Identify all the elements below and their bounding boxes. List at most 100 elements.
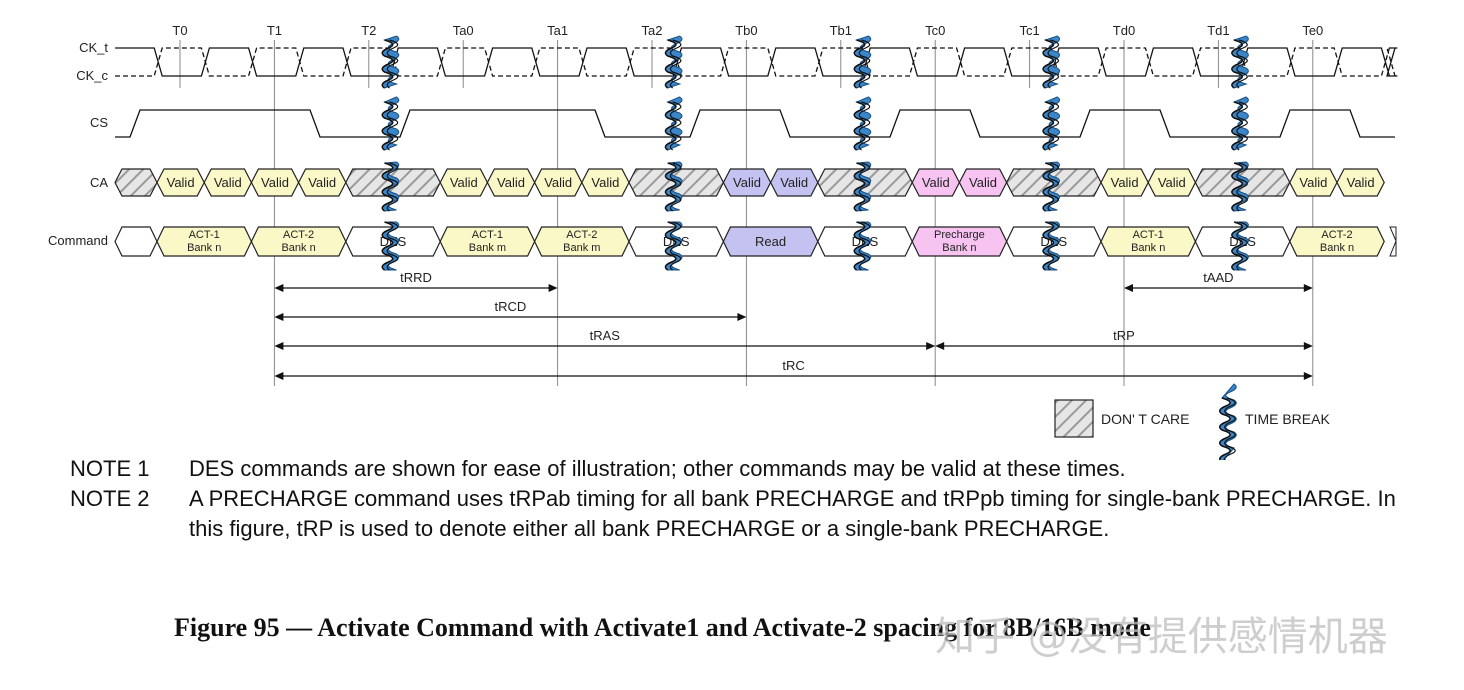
signal-label-ck_t: CK_t xyxy=(79,40,108,55)
time-break-icon xyxy=(853,35,872,89)
watermark: 知乎 @没有提供感情机器 xyxy=(935,614,1388,660)
time-break-icon xyxy=(381,35,400,89)
ck-t-waveform xyxy=(115,47,1398,77)
time-break-icon xyxy=(664,35,683,89)
legend-dont-care-label: DON' T CARE xyxy=(1101,411,1190,427)
command-sublabel: Bank n xyxy=(187,242,221,254)
timing-arrow-tRC: tRC xyxy=(274,358,1313,380)
tick-label: Te0 xyxy=(1302,23,1323,38)
ca-valid-cell: Valid xyxy=(439,168,489,197)
ca-valid-cell: Valid xyxy=(203,168,253,197)
signal-label-cs: CS xyxy=(90,115,108,130)
timing-arrow-tRAS: tRAS xyxy=(274,328,936,350)
command-sublabel: Bank n xyxy=(1320,242,1354,254)
signal-label-command: Command xyxy=(48,233,108,248)
command-cell-shape xyxy=(1289,226,1385,257)
timing-label: tRAS xyxy=(590,328,621,343)
ca-valid-cell: Valid xyxy=(1336,168,1385,197)
dont-care-swatch xyxy=(1054,399,1094,438)
ca-cell-label: Valid xyxy=(167,175,195,190)
ck-c-waveform xyxy=(115,47,1398,77)
tick-label: T2 xyxy=(361,23,376,38)
ca-valid-cell: Valid xyxy=(769,168,819,197)
time-break-icon xyxy=(381,96,400,151)
command-label: ACT-1 xyxy=(472,229,503,241)
time-break-icon xyxy=(1042,161,1061,212)
note-text: A PRECHARGE command uses tRPab timing fo… xyxy=(189,486,1396,541)
ca-cell-label: Valid xyxy=(544,175,572,190)
ca-cell-label: Valid xyxy=(1347,175,1375,190)
time-break-icon xyxy=(381,221,400,271)
command-label: Read xyxy=(755,234,786,249)
timing-arrow-tRRD: tRRD xyxy=(274,270,558,292)
tick-label: Td0 xyxy=(1113,23,1135,38)
tick-label: Td1 xyxy=(1207,23,1229,38)
command-sublabel: Bank m xyxy=(563,242,600,254)
timing-label: tAAD xyxy=(1203,270,1233,285)
ca-cell-label: Valid xyxy=(261,175,289,190)
command-label: ACT-2 xyxy=(1321,229,1352,241)
ca-cell-label: Valid xyxy=(922,175,950,190)
time-break-icon xyxy=(664,221,683,271)
command-label: ACT-2 xyxy=(566,229,597,241)
timing-label: tRP xyxy=(1113,328,1135,343)
tick-label: Tb0 xyxy=(735,23,757,38)
timing-label: tRCD xyxy=(495,299,527,314)
tick-label: Tb1 xyxy=(830,23,852,38)
timing-label: tRC xyxy=(782,358,804,373)
ca-valid-cell: Valid xyxy=(297,168,347,197)
command-cell-blank xyxy=(114,226,158,257)
ca-cell-label: Valid xyxy=(591,175,619,190)
timing-arrow-tRP: tRP xyxy=(935,328,1313,350)
command-cell-continuation xyxy=(1389,226,1397,257)
tick-label: Tc1 xyxy=(1019,23,1039,38)
timing-arrow-tAAD: tAAD xyxy=(1124,270,1313,292)
ca-valid-cell: Valid xyxy=(250,168,300,197)
time-break-icon xyxy=(1231,221,1249,271)
ca-valid-cell: Valid xyxy=(911,168,961,197)
ca-valid-cell: Valid xyxy=(722,168,772,197)
time-break-icon xyxy=(1231,35,1249,89)
note-label: NOTE 1 xyxy=(70,456,150,481)
ca-cell-label: Valid xyxy=(780,175,808,190)
tick-label: Ta2 xyxy=(642,23,663,38)
time-break-icon xyxy=(1231,161,1249,212)
command-sublabel: Bank n xyxy=(281,242,315,254)
command-label: ACT-2 xyxy=(283,229,314,241)
ca-valid-cell: Valid xyxy=(533,168,583,197)
command-label: ACT-1 xyxy=(189,229,220,241)
figure-caption: Figure 95 — Activate Command with Activa… xyxy=(174,613,1151,642)
cs-waveform xyxy=(115,109,1395,138)
ca-cell-label: Valid xyxy=(497,175,525,190)
ca-cell-label: Valid xyxy=(969,175,997,190)
ca-cell-shape xyxy=(114,168,158,197)
timing-label: tRRD xyxy=(400,270,432,285)
time-break-icon xyxy=(664,96,683,151)
command-cell-read: Read xyxy=(722,226,819,257)
ca-valid-cell: Valid xyxy=(1147,168,1197,197)
tick-label: T0 xyxy=(172,23,187,38)
ca-valid-cell: Valid xyxy=(581,168,630,197)
ca-cell-label: Valid xyxy=(450,175,478,190)
ca-cell-label: Valid xyxy=(308,175,336,190)
ca-valid-cell: Valid xyxy=(958,168,1008,197)
tick-label: T1 xyxy=(267,23,282,38)
time-break-icon xyxy=(1042,221,1061,271)
ca-cell-label: Valid xyxy=(1158,175,1186,190)
timing-arrow-tRCD: tRCD xyxy=(274,299,747,321)
signal-label-ca: CA xyxy=(90,175,108,190)
ca-valid-cell: Valid xyxy=(486,168,536,197)
ca-cell-label: Valid xyxy=(214,175,242,190)
command-sublabel: Bank m xyxy=(469,242,506,254)
time-break-icon xyxy=(1042,96,1061,151)
time-break-icon xyxy=(381,161,400,212)
legend-time-break-label: TIME BREAK xyxy=(1245,411,1330,427)
ca-cell-label: Valid xyxy=(1111,175,1139,190)
time-break-icon xyxy=(1231,96,1249,151)
